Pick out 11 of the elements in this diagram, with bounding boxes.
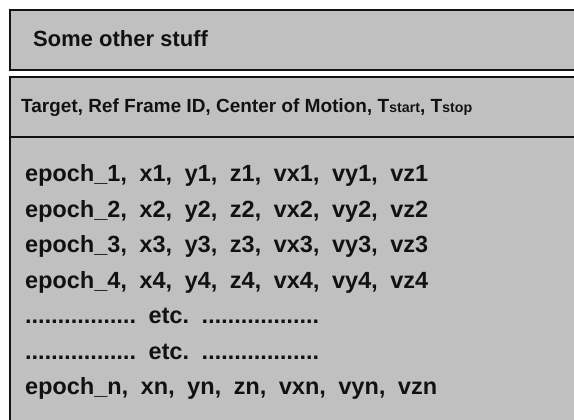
data-box — [9, 136, 574, 420]
data-row: epoch_n, xn, yn, zn, vxn, vyn, vzn — [25, 373, 438, 400]
data-row: epoch_4, x4, y4, z4, vx4, vy4, vz4 — [25, 266, 428, 294]
data-row: ................. etc. .................. — [25, 302, 320, 329]
data-row: epoch_1, x1, y1, z1, vx1, vy1, vz1 — [25, 160, 428, 187]
section-box — [9, 9, 574, 71]
data-row: epoch_3, x3, y3, z3, vx3, vy3, vz3 — [25, 231, 428, 258]
header-box — [9, 76, 574, 138]
data-row: epoch_2, x2, y2, z2, vx2, vy2, vz2 — [25, 196, 428, 222]
data-row: ................. etc. .................. — [25, 338, 320, 364]
section-title: Some other stuff — [33, 26, 208, 52]
